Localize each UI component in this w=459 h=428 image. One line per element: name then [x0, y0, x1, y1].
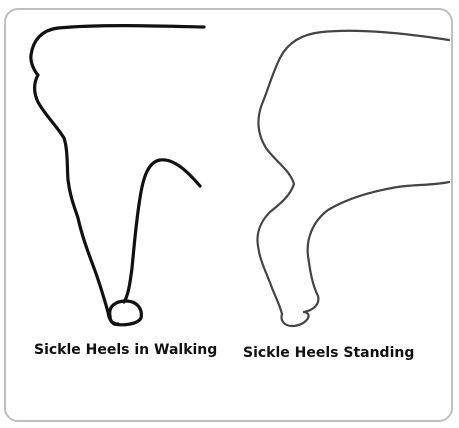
standing-leg-figure [258, 31, 450, 326]
walking-back-outline [31, 26, 204, 324]
caption-standing: Sickle Heels Standing [243, 345, 414, 361]
standing-hoof [281, 312, 308, 326]
walking-hock-outline [124, 160, 200, 302]
caption-walking: Sickle Heels in Walking [34, 342, 217, 358]
walking-hoof [110, 301, 142, 325]
walking-leg-figure [31, 26, 204, 325]
standing-belly-outline [304, 182, 449, 312]
standing-back-outline [258, 31, 450, 314]
